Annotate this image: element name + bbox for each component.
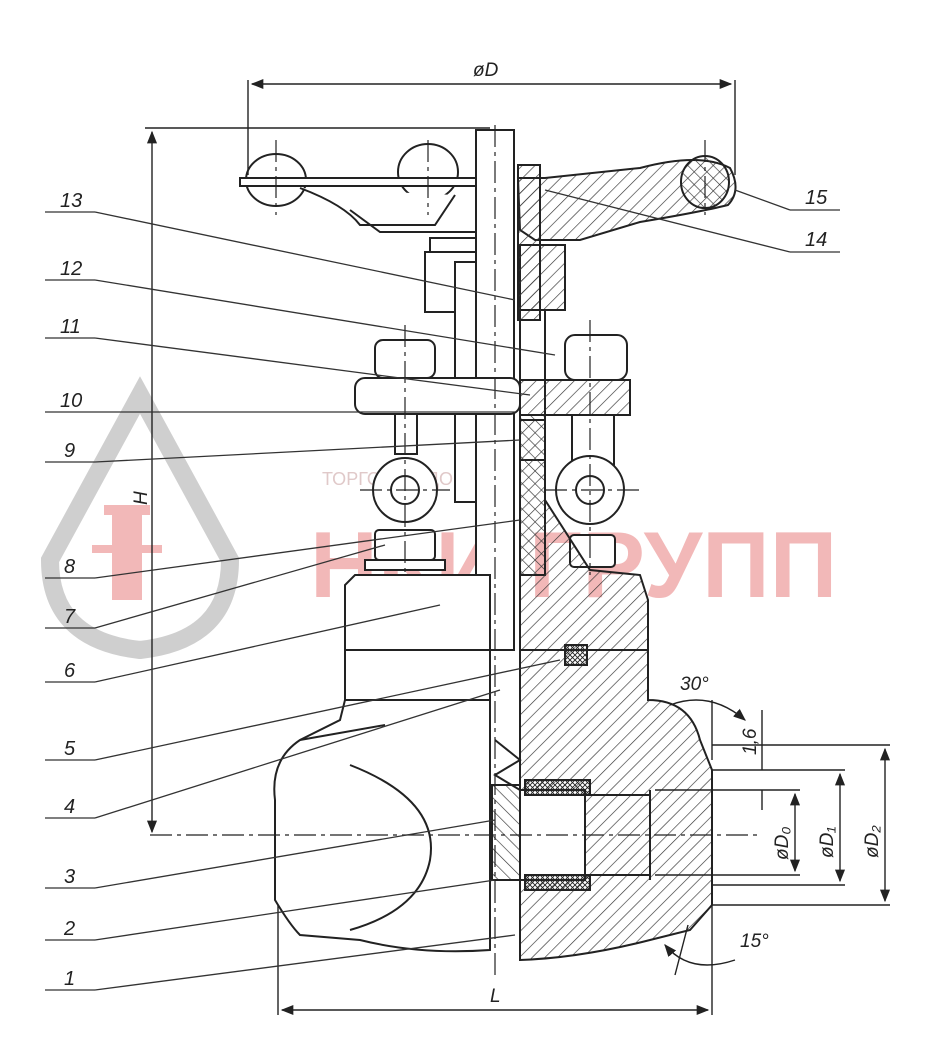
callout-11: 11 <box>60 316 81 338</box>
center-lines <box>150 125 760 975</box>
dimension-labels: øD H L øD₀ øD₁ øD₂ 30° 15° 1,6 <box>131 60 883 1007</box>
watermark-tower-icon <box>92 505 162 600</box>
callout-14: 14 <box>805 229 827 251</box>
valve-body <box>273 649 713 962</box>
callout-12: 12 <box>60 258 82 280</box>
dim-height: H <box>131 491 152 505</box>
dim-wall: 1,6 <box>740 728 761 755</box>
dim-chamfer-bottom: 15° <box>740 931 769 952</box>
dim-bore: øD₀ <box>772 827 793 860</box>
callout-3: 3 <box>64 866 75 888</box>
leader-lines <box>45 189 840 991</box>
callout-5: 5 <box>64 738 76 760</box>
callout-2: 2 <box>63 918 75 940</box>
watermark-logo-icon <box>40 376 240 660</box>
callout-15: 15 <box>805 187 828 209</box>
callout-9: 9 <box>64 440 75 462</box>
handwheel <box>239 143 737 241</box>
callout-8: 8 <box>64 556 75 578</box>
callout-7: 7 <box>64 606 76 628</box>
callout-4: 4 <box>64 796 75 818</box>
dim-handwheel-diameter: øD <box>473 60 499 81</box>
callout-13: 13 <box>60 190 82 212</box>
dim-d2: øD₂ <box>862 825 883 858</box>
callouts: 13 12 11 10 9 8 7 6 5 4 3 2 1 15 14 <box>60 187 828 990</box>
callout-10: 10 <box>60 390 82 412</box>
dim-d1: øD₁ <box>817 827 838 858</box>
callout-6: 6 <box>64 660 76 682</box>
callout-1: 1 <box>64 968 75 990</box>
dim-chamfer-top: 30° <box>680 674 709 695</box>
dim-length: L <box>490 986 501 1007</box>
dimension-lines <box>145 78 891 1016</box>
